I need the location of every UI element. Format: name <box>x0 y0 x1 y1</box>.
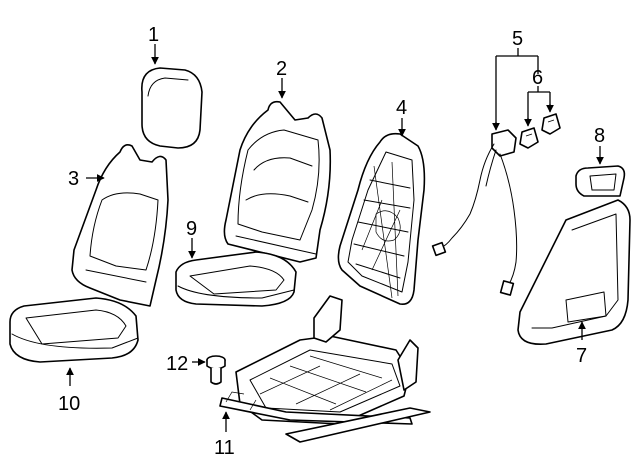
trim-piece-part <box>575 165 626 197</box>
callout-2: 2 <box>276 58 287 80</box>
headrest-part <box>141 67 203 149</box>
callout-7: 7 <box>576 345 587 367</box>
seatback-cover-part <box>223 100 332 263</box>
callout-1: 1 <box>148 24 159 46</box>
callout-3: 3 <box>68 168 79 190</box>
wiring-harness-part <box>431 129 518 296</box>
clips-part <box>519 113 561 149</box>
callout-leaders <box>66 44 604 432</box>
seat-frame-part <box>219 295 431 443</box>
seat-cushion-part <box>9 297 139 363</box>
callout-12: 12 <box>166 353 188 375</box>
callout-11: 11 <box>214 437 235 459</box>
callout-8: 8 <box>594 125 605 147</box>
callout-5: 5 <box>512 28 523 50</box>
seatback-rear-cover-part <box>71 144 169 307</box>
callout-9: 9 <box>186 218 197 240</box>
callout-4: 4 <box>396 97 407 119</box>
seatback-panel-part <box>517 199 631 346</box>
seat-cushion-cover-part <box>175 251 297 307</box>
callout-labels: 1 2 3 4 5 6 7 8 9 10 11 12 <box>58 24 605 459</box>
callout-10: 10 <box>58 393 80 415</box>
bolt-part <box>206 355 226 385</box>
callout-6: 6 <box>532 67 543 89</box>
seatback-frame-part <box>337 132 426 306</box>
